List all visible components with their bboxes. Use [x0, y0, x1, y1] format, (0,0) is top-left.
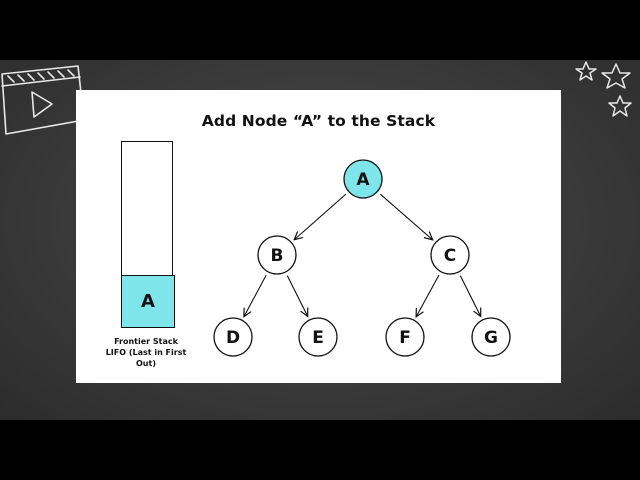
node-circle — [343, 159, 383, 199]
tree-node-e: E — [298, 317, 338, 357]
frontier-stack: A — [121, 141, 175, 328]
edge-c-g — [459, 275, 480, 317]
node-circle — [257, 235, 297, 275]
node-circle — [385, 317, 425, 357]
slide-title: Add Node “A” to the Stack — [201, 112, 436, 130]
tree-node-d: D — [213, 317, 253, 357]
tree-node-f: F — [385, 317, 425, 357]
binary-tree-diagram: A B C D E F G — [213, 159, 511, 357]
node-circle — [213, 317, 253, 357]
stack-item-a: A — [121, 275, 175, 328]
node-circle — [471, 317, 511, 357]
node-label: C — [444, 246, 456, 266]
node-label: F — [399, 328, 411, 348]
tree-node-a: A — [343, 159, 383, 199]
slide-panel: Add Node “A” to the Stack A Frontier Sta… — [76, 90, 561, 383]
edge-a-c — [379, 193, 432, 240]
node-label: E — [312, 328, 324, 348]
node-label: G — [484, 328, 498, 348]
node-label: A — [356, 170, 370, 190]
stack-caption-subtitle: LIFO (Last in First Out) — [105, 348, 187, 368]
tree-node-c: C — [430, 235, 470, 275]
stack-caption-title: Frontier Stack — [114, 337, 178, 346]
node-circle — [430, 235, 470, 275]
tree-node-g: G — [471, 317, 511, 357]
edge-c-f — [416, 274, 440, 317]
node-label: D — [226, 328, 240, 348]
edge-b-d — [244, 275, 267, 316]
tree-node-b: B — [257, 235, 297, 275]
node-label: B — [271, 246, 284, 266]
edge-a-b — [294, 193, 347, 240]
stack-caption: Frontier Stack LIFO (Last in First Out) — [96, 336, 196, 369]
edge-b-e — [286, 275, 307, 317]
stars-doodle-icon — [575, 61, 632, 117]
node-circle — [298, 317, 338, 357]
